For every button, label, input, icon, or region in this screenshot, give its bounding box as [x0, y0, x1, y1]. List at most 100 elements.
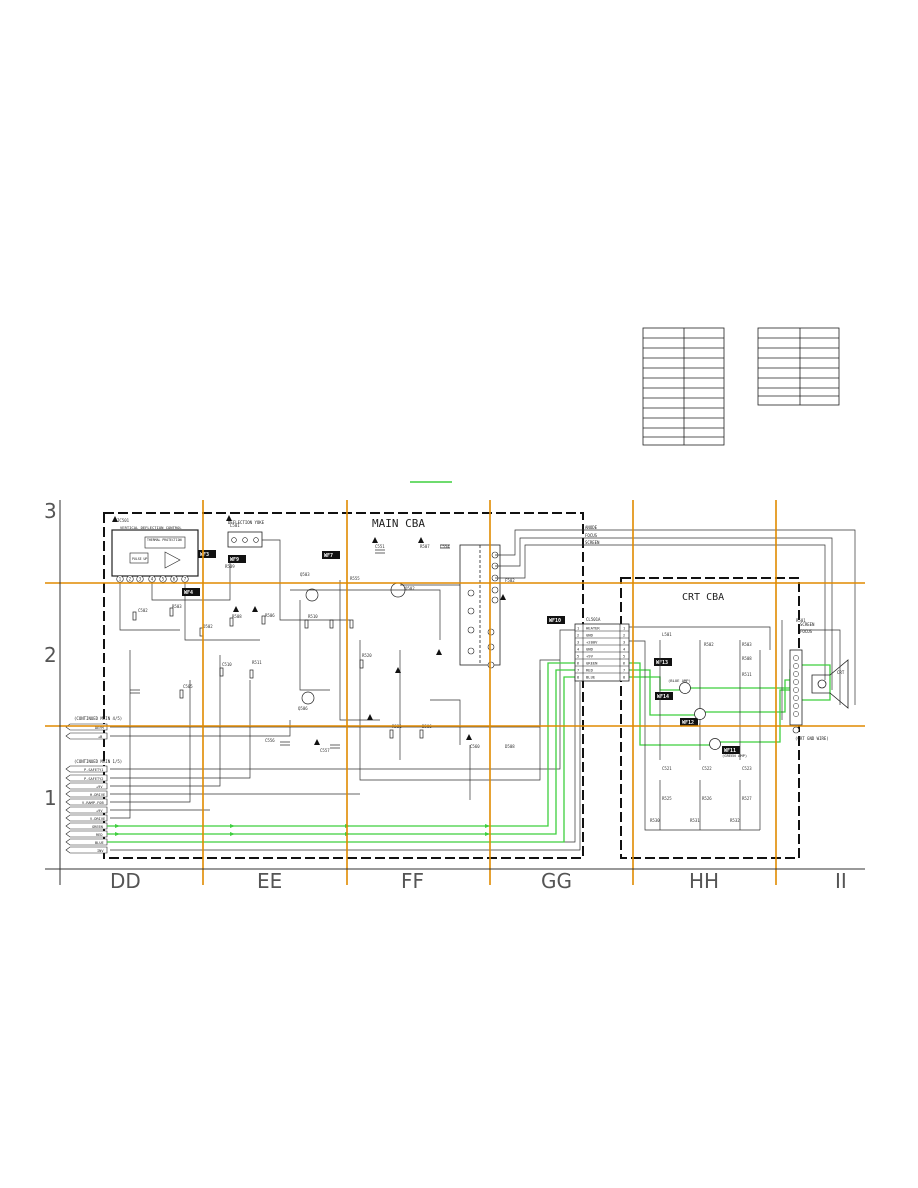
svg-text:C560: C560 [470, 744, 480, 749]
svg-text:4: 4 [623, 648, 625, 652]
connector-cl501: CL501A HEATER GND +200V GND +9V GREEN RE… [574, 617, 630, 682]
svg-text:D502: D502 [203, 624, 213, 629]
svg-text:GREEN: GREEN [92, 825, 103, 829]
focus-label: FOCUS [585, 533, 598, 538]
cl501-pin-9v: +9V [586, 654, 594, 659]
svg-text:2: 2 [577, 634, 579, 638]
svg-text:R503: R503 [742, 642, 752, 647]
ground-terminal [792, 726, 800, 734]
col-label-dd: DD [110, 869, 141, 893]
svg-text:C510: C510 [222, 662, 232, 667]
svg-text:IC501: IC501 [117, 518, 130, 523]
crt-tube [811, 659, 849, 709]
cl501-pin-gnd: GND [586, 633, 594, 638]
svg-text:WF9: WF9 [230, 557, 239, 563]
component-symbols [130, 544, 450, 749]
svg-text:L501: L501 [230, 523, 240, 528]
ic-pin-1: 1 [119, 577, 122, 582]
svg-text:V-DRIVE: V-DRIVE [90, 817, 105, 821]
svg-text:WF13: WF13 [656, 660, 668, 666]
svg-text:R527: R527 [742, 796, 752, 801]
crt-transistors [679, 682, 721, 750]
vertical-ic-title: VERTICAL DEFLECTION CONTROL [120, 525, 182, 530]
signal-defm: DEFM [95, 726, 104, 730]
ic-pin-3: 3 [139, 577, 142, 582]
cl501-pin-200v: +200V [586, 640, 598, 645]
svg-text:R526: R526 [702, 796, 712, 801]
warning-triangles [112, 515, 506, 745]
svg-text:DEFLECTION YOKE: DEFLECTION YOKE [228, 520, 265, 525]
svg-text:WF10: WF10 [549, 618, 561, 624]
svg-text:P-SAFETY2: P-SAFETY2 [84, 777, 103, 781]
crt-screen-label: SCREEN [800, 622, 815, 627]
amplifier-symbol [164, 551, 181, 569]
svg-text:R532: R532 [730, 818, 740, 823]
signal-b-plus: +B [98, 735, 102, 739]
col-label-gg: GG [541, 869, 572, 893]
crt-cba-label: CRT CBA [682, 592, 724, 603]
svg-text:L501: L501 [662, 632, 672, 637]
svg-text:R509: R509 [225, 564, 235, 569]
svg-text:C556: C556 [265, 738, 275, 743]
col-label-ee: EE [257, 869, 282, 893]
svg-text:R508: R508 [232, 614, 242, 619]
svg-text:INV: INV [97, 849, 104, 853]
green-amp-label: (GREEN AMP) [722, 753, 747, 758]
note-table-left [642, 327, 725, 446]
red-amp-label: (RED AMP) [680, 722, 701, 727]
note-table-right [757, 327, 840, 406]
main-board-wiring [110, 539, 581, 851]
sheet-frame [45, 500, 865, 885]
svg-text:R502: R502 [704, 642, 714, 647]
svg-text:C554: C554 [440, 544, 450, 549]
svg-text:+9V: +9V [96, 785, 103, 789]
svg-text:8: 8 [577, 676, 579, 680]
row-labels: 3 2 1 [44, 499, 57, 810]
svg-text:F502: F502 [505, 578, 515, 583]
ic-pin-5: 5 [162, 577, 165, 582]
svg-text:R501: R501 [796, 618, 806, 623]
main-cba-outline [103, 512, 584, 859]
svg-text:WF3: WF3 [200, 552, 209, 558]
cl501-pin-red: RED [586, 668, 594, 673]
pulse-up-label: PULSE UP [132, 557, 147, 561]
svg-text:R508: R508 [742, 656, 752, 661]
svg-text:C551: C551 [375, 544, 385, 549]
ic-pin-2: 2 [129, 577, 132, 582]
crt-focus-label: FOCUS [800, 629, 813, 634]
svg-text:R530: R530 [650, 818, 660, 823]
svg-text:1: 1 [577, 627, 579, 631]
svg-text:R511: R511 [742, 672, 752, 677]
svg-text:7: 7 [577, 669, 579, 673]
svg-text:3: 3 [623, 641, 625, 645]
svg-text:C522: C522 [702, 766, 712, 771]
col-label-hh: HH [689, 869, 719, 893]
svg-text:R520: R520 [362, 653, 372, 658]
svg-text:5: 5 [577, 655, 579, 659]
svg-text:H-DRIVE: H-DRIVE [90, 793, 105, 797]
blue-amp-label: (BLUE AMP) [668, 678, 691, 683]
crt-socket [789, 649, 803, 726]
grid-lines [45, 500, 865, 885]
cl501-pin-green: GREEN [586, 661, 598, 666]
svg-text:C523: C523 [742, 766, 752, 771]
svg-text:Q503: Q503 [300, 572, 310, 577]
cl501-pin-blue: BLUE [586, 675, 596, 680]
svg-text:C521: C521 [662, 766, 672, 771]
col-label-ff: FF [401, 869, 424, 893]
svg-text:Q502: Q502 [405, 586, 415, 591]
column-labels: DD EE FF GG HH II [110, 869, 847, 893]
row-label-2: 2 [44, 643, 57, 667]
row-label-1: 1 [44, 786, 57, 810]
screen-label: SCREEN [585, 540, 600, 545]
svg-text:RED: RED [96, 833, 103, 837]
left-signals-lower: (CONTINUED MAIN 1/5) P-SAFETY1 P-SAFETY2… [65, 759, 122, 854]
vertical-ic: VERTICAL DEFLECTION CONTROL THERMAL PROT… [111, 525, 199, 583]
svg-text:R555: R555 [350, 576, 360, 581]
thermal-protection-label: THERMAL PROTECTION [147, 538, 182, 542]
svg-text:Q506: Q506 [298, 706, 308, 711]
row-label-3: 3 [44, 499, 57, 523]
svg-text:C505: C505 [183, 684, 193, 689]
svg-text:+9V: +9V [96, 809, 103, 813]
